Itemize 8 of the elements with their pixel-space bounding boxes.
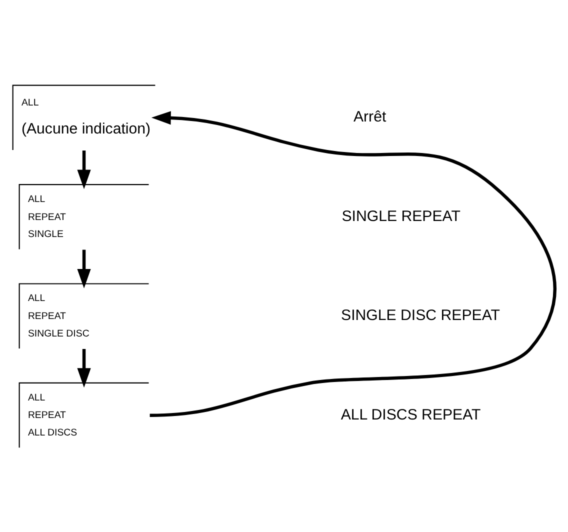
label: SINGLE DISC REPEAT (341, 306, 500, 324)
label: Arrêt (353, 108, 386, 126)
node-text: ALL REPEAT SINGLE (28, 194, 66, 240)
label: ALL DISCS REPEAT (340, 406, 481, 423)
node-text: ALL REPEAT SINGLE DISC (28, 292, 90, 339)
label: SINGLE REPEAT (342, 207, 460, 224)
node-text: ALL REPEAT ALL DISCS (28, 392, 78, 438)
node-text: ALL (Aucune indication) (21, 96, 151, 138)
